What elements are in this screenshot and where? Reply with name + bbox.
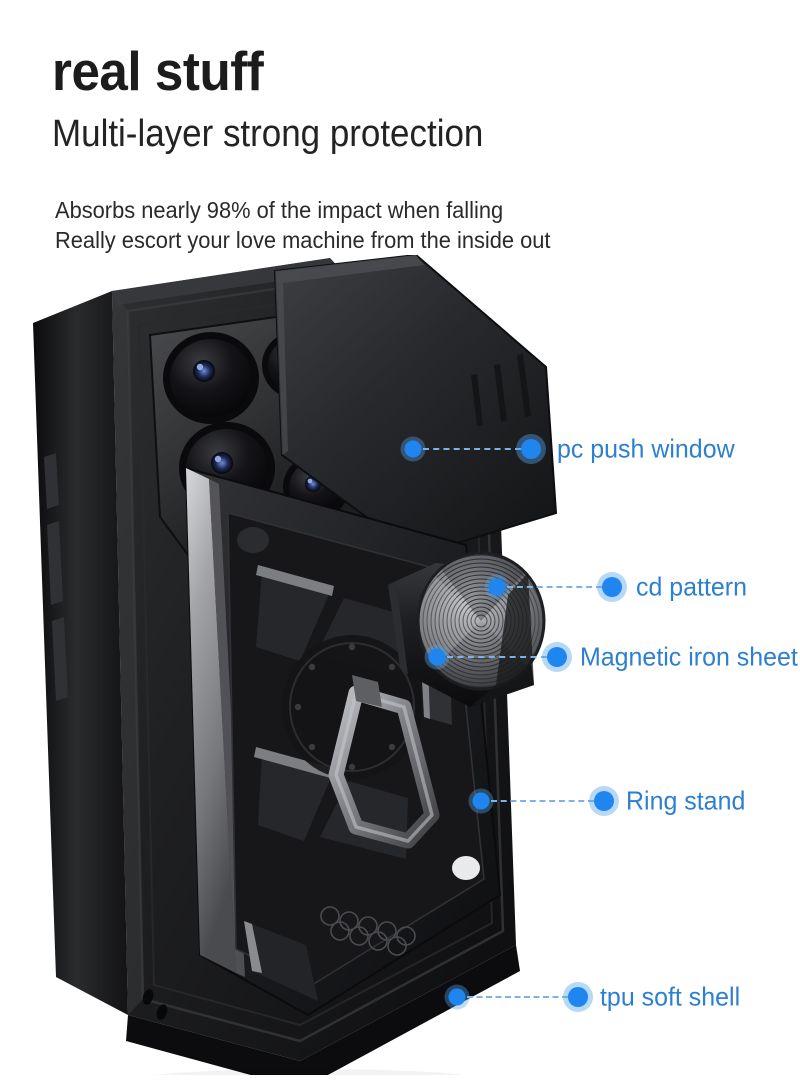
page-subtitle: Multi-layer strong protection xyxy=(52,113,484,155)
bottom-cutouts xyxy=(142,989,168,1020)
callout-anchor-dot-tpu-soft-shell[interactable] xyxy=(448,988,466,1006)
callout-anchor-dot-cd-pattern[interactable] xyxy=(488,578,506,596)
callout-label-magnetic-iron-sheet: Magnetic iron sheet xyxy=(580,641,798,672)
callout-dash-tpu-soft-shell xyxy=(467,996,568,998)
ring-stand xyxy=(328,675,440,849)
callout-node-dot-pc-push-window[interactable] xyxy=(521,439,541,459)
callout-node-dot-magnetic-iron-sheet[interactable] xyxy=(547,647,567,667)
callout-node-dot-ring-stand[interactable] xyxy=(594,791,614,811)
callout-anchor-dot-magnetic-iron-sheet[interactable] xyxy=(428,648,446,666)
pc-push-window-cover xyxy=(273,255,558,557)
callout-dash-magnetic-iron-sheet xyxy=(447,656,547,658)
description-line-1: Absorbs nearly 98% of the impact when fa… xyxy=(55,197,504,223)
callout-node-dot-tpu-soft-shell[interactable] xyxy=(568,987,588,1007)
callout-dash-ring-stand xyxy=(491,800,594,802)
callout-label-tpu-soft-shell: tpu soft shell xyxy=(600,981,741,1012)
grip-slots xyxy=(471,354,531,426)
callout-label-pc-push-window: pc push window xyxy=(557,433,735,464)
callout-node-dot-cd-pattern[interactable] xyxy=(602,577,622,597)
callout-anchor-dot-pc-push-window[interactable] xyxy=(404,440,422,458)
callout-anchor-dot-ring-stand[interactable] xyxy=(472,792,490,810)
honeycomb-texture xyxy=(320,906,416,956)
description-block: Absorbs nearly 98% of the impact when fa… xyxy=(55,195,755,256)
callout-dash-pc-push-window xyxy=(423,448,521,450)
callout-label-cd-pattern: cd pattern xyxy=(636,571,748,602)
side-buttons xyxy=(44,453,68,701)
callout-label-ring-stand: Ring stand xyxy=(626,785,746,816)
heading-block: real stuff Multi-layer strong protection xyxy=(52,40,772,155)
description-line-2: Really escort your love machine from the… xyxy=(55,227,551,254)
page-title: real stuff xyxy=(52,40,264,102)
callout-dash-cd-pattern xyxy=(507,586,602,588)
